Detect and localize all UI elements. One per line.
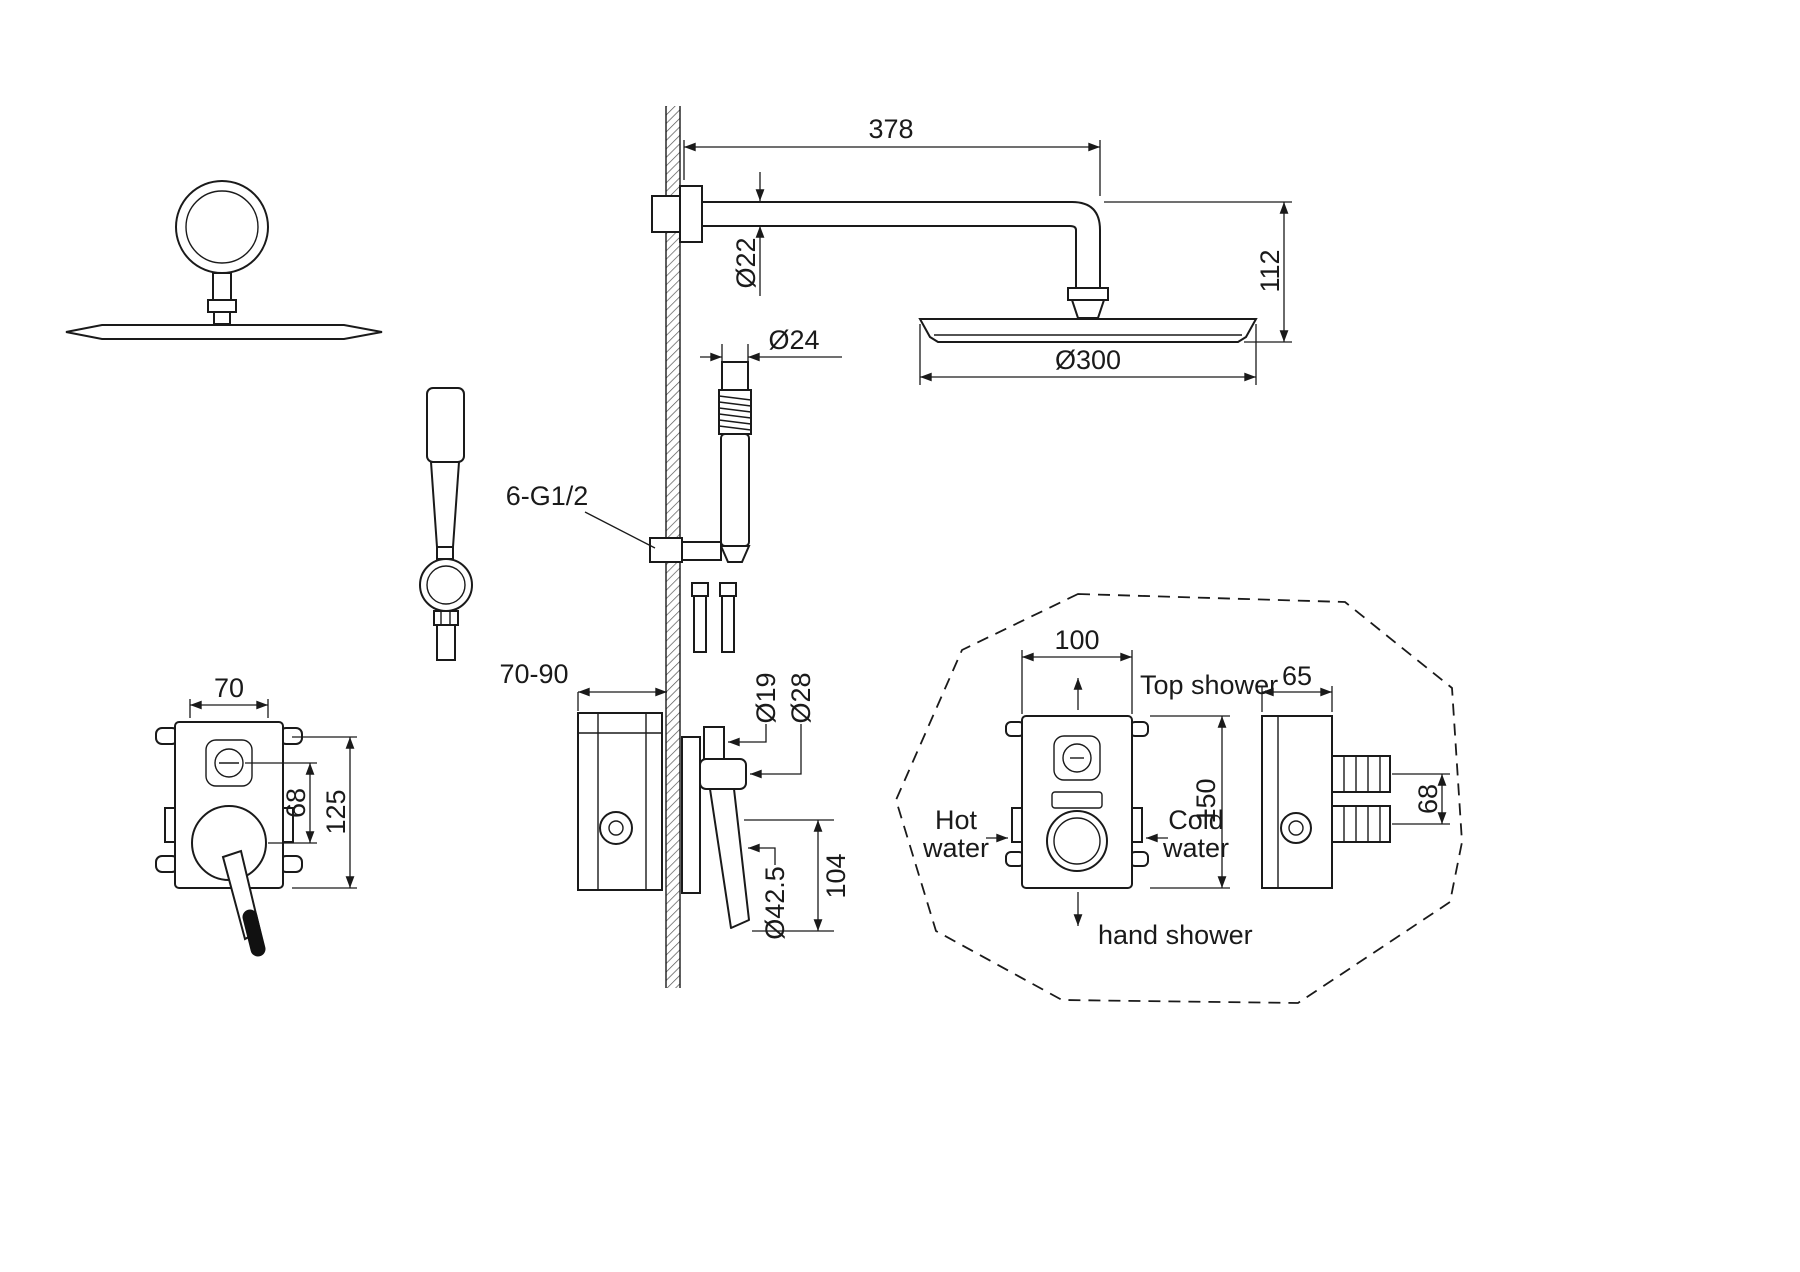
dim-lever-length-label: 104 xyxy=(821,853,851,898)
dim-port-offset-label: 68 xyxy=(281,788,311,818)
mixer-valve-side-view xyxy=(577,712,750,929)
thread-note-label: 6-G1/2 xyxy=(506,481,589,511)
hot-water-label-line2: water xyxy=(922,833,989,863)
dim-side-depth-label: 65 xyxy=(1282,661,1312,691)
cold-water-label-line2: water xyxy=(1162,833,1229,863)
rough-in-front-annotations: 100 Top shower 150 Hot water Cold water … xyxy=(922,625,1278,950)
dim-head-diameter-label: Ø300 xyxy=(1055,345,1121,375)
hose-coil xyxy=(718,395,752,431)
dim-width-front-label: 70 xyxy=(214,673,244,703)
hand-shower-wall-bracket-view xyxy=(649,361,752,653)
overhead-shower-side-view xyxy=(65,180,383,340)
rough-in-box-side-view xyxy=(1261,715,1391,889)
top-shower-label: Top shower xyxy=(1140,670,1278,700)
rough-in-detail-outline xyxy=(895,593,1463,1004)
mixer-lever-side xyxy=(709,788,750,929)
overhead-shower-head xyxy=(918,318,1258,343)
dim-378-label: 378 xyxy=(868,114,913,144)
hand-shower-with-ring xyxy=(419,387,473,661)
rough-in-box-front-view xyxy=(1005,715,1149,889)
overhead-arm-dimensions: 378 Ø22 112 Ø300 xyxy=(683,114,1292,385)
dim-hub-diameter-label: Ø28 xyxy=(786,672,816,723)
dim-arm-diameter-label: Ø22 xyxy=(731,237,761,288)
mixer-valve-front-view xyxy=(155,721,303,957)
rough-in-side-dimensions: 65 68 xyxy=(1261,661,1450,825)
cold-water-label-line1: Cold xyxy=(1168,805,1224,835)
hand-shower-label: hand shower xyxy=(1098,920,1253,950)
dim-height-front-label: 125 xyxy=(321,789,351,834)
mixer-lever-tip xyxy=(242,909,266,957)
dim-rough-in-width-label: 100 xyxy=(1054,625,1099,655)
hand-shower-dimensions: Ø24 6-G1/2 xyxy=(506,325,842,549)
mixer-side-dimensions: 70-90 Ø19 Ø28 Ø42.5 104 xyxy=(499,659,851,940)
dim-rough-in-height-label: 150 xyxy=(1191,778,1221,823)
hot-water-label-line1: Hot xyxy=(935,805,978,835)
dim-holder-diameter-label: Ø24 xyxy=(768,325,819,355)
dim-stem-diameter-label: Ø19 xyxy=(751,672,781,723)
dim-port-spacing-label: 68 xyxy=(1413,784,1443,814)
dim-depth-range-label: 70-90 xyxy=(499,659,568,689)
dim-lever-end-diameter-label: Ø42.5 xyxy=(760,866,790,940)
mixer-front-dimensions: 70 68 125 xyxy=(189,673,357,889)
dim-drop-label: 112 xyxy=(1255,249,1285,292)
shower-arm-main-view xyxy=(651,185,1258,343)
